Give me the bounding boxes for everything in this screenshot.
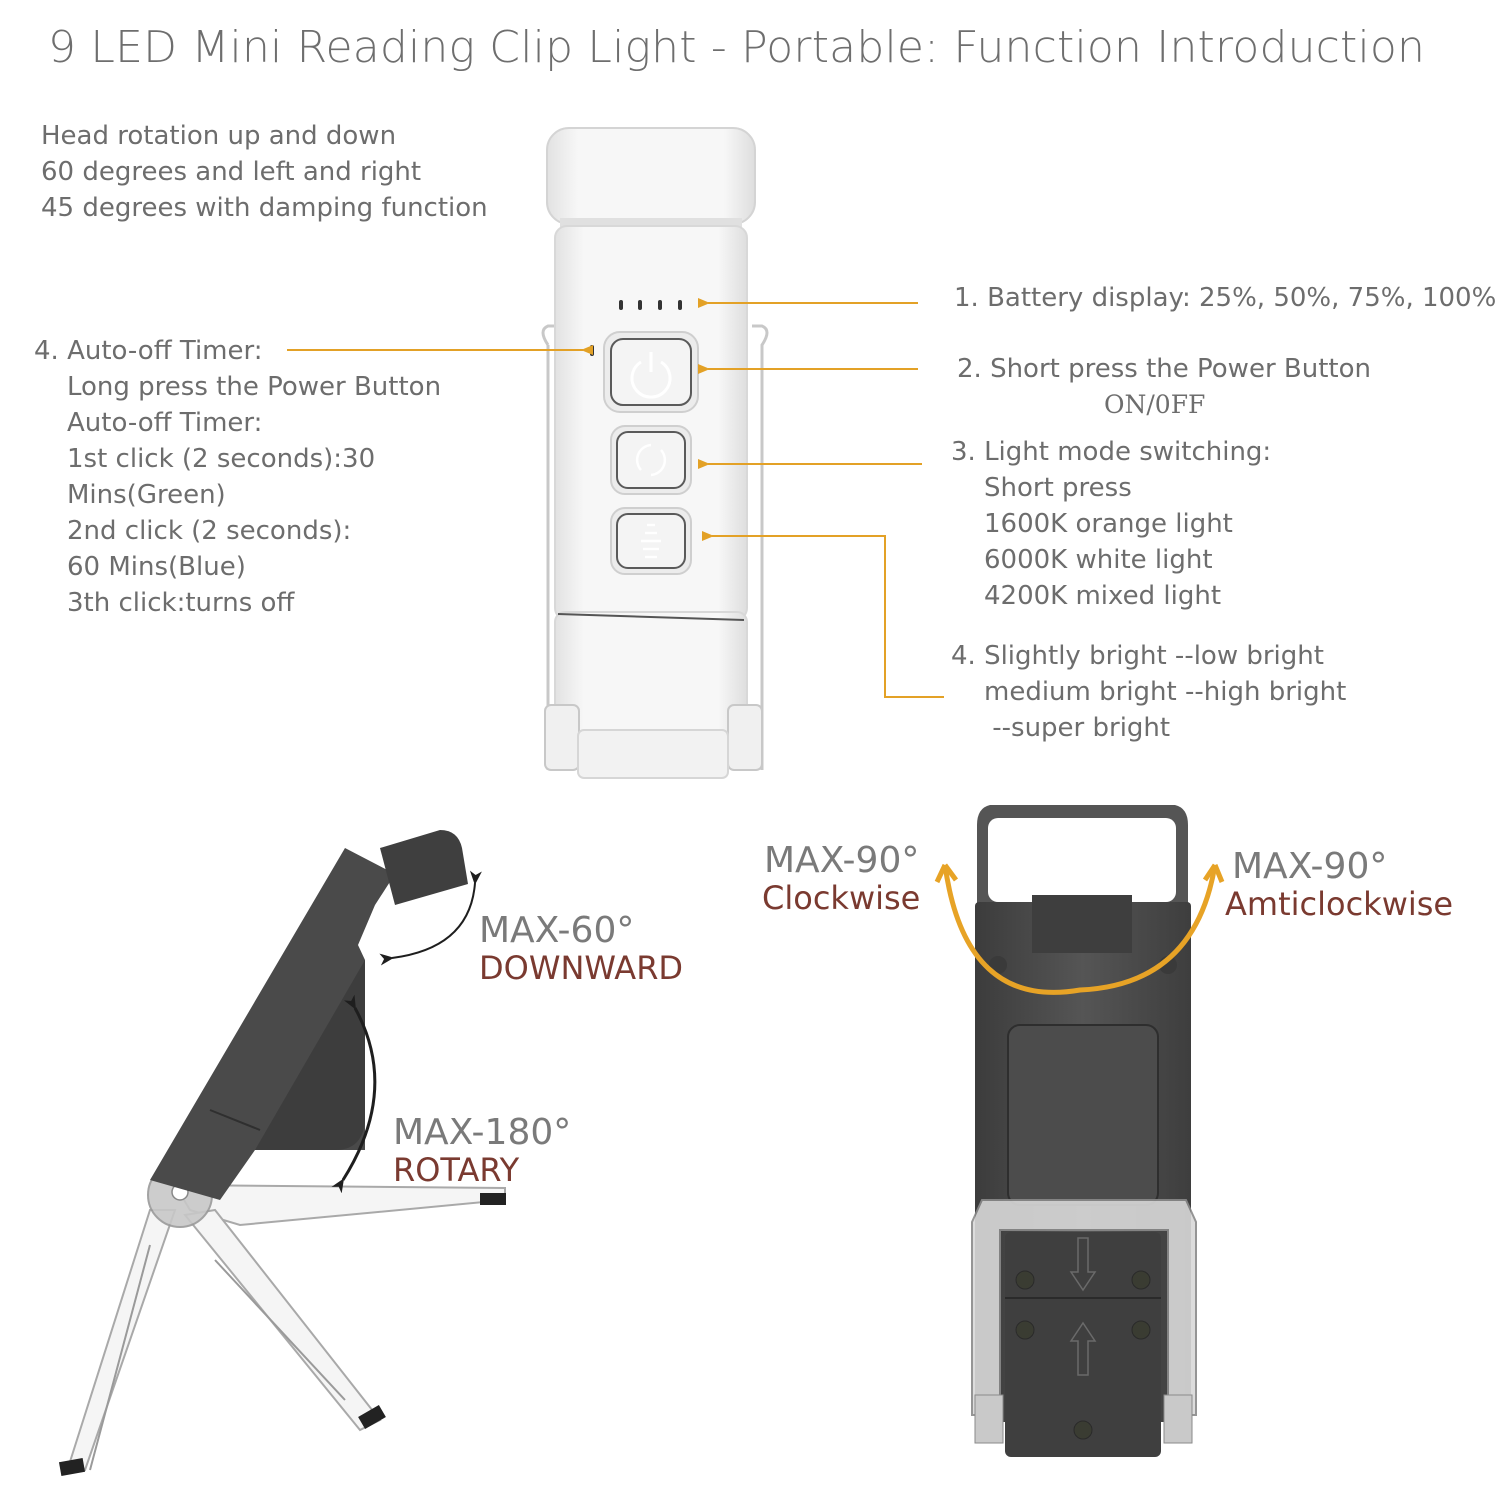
device-front-view [541, 127, 769, 779]
angle-value: MAX-90° [764, 840, 920, 881]
power-icon [630, 352, 672, 399]
clockwise-angle-label: MAX-90° Clockwise [762, 840, 921, 917]
mode-button[interactable] [610, 425, 692, 495]
callout-arrows [287, 298, 944, 698]
brightness-callout: 4. Slightly bright --low bright medium b… [951, 638, 1346, 746]
brightness-button[interactable] [610, 507, 692, 575]
head-rotation-line: Head rotation up and down [41, 121, 397, 151]
up-arrow-icon [1069, 1321, 1097, 1376]
brightness-callout-arrow [702, 531, 944, 698]
callout-line: Short press [984, 473, 1132, 503]
power-button-callout: 2. Short press the Power Button ON/0FF [957, 351, 1371, 423]
angle-direction: DOWNWARD [479, 949, 684, 987]
callout-line: 60 Mins(Blue) [67, 552, 246, 582]
cycle-icon [635, 443, 667, 477]
head-rotation-line: 60 degrees and left and right [41, 157, 422, 187]
head-rotation-line: 45 degrees with damping function [41, 193, 488, 223]
auto-off-timer-callout: 4. Auto-off Timer: Long press the Power … [34, 333, 441, 621]
callout-line: Mins(Green) [67, 480, 226, 510]
callout-line: 1600K orange light [984, 509, 1233, 539]
callout-line: Auto-off Timer: [67, 408, 263, 438]
body-angle-label: MAX-180° ROTARY [393, 1112, 572, 1189]
callout-heading: 4. Slightly bright --low bright [951, 641, 1324, 671]
angle-value: MAX-180° [393, 1112, 572, 1153]
arc-arrowhead-right [1202, 863, 1225, 883]
callout-heading: 3. Light mode switching: [951, 437, 1272, 467]
power-button[interactable] [603, 331, 699, 413]
down-arrow-icon [1069, 1237, 1097, 1292]
callout-heading: 2. Short press the Power Button [957, 354, 1371, 384]
on-off-label: ON/0FF [1104, 390, 1206, 419]
arc-arrowhead-left [934, 863, 959, 884]
angle-value: MAX-90° [1232, 846, 1388, 887]
callout-line: --super bright [984, 713, 1171, 743]
head-angle-label: MAX-60° DOWNWARD [479, 910, 684, 987]
brightness-bars-icon [641, 523, 661, 559]
device-back-view [971, 805, 1197, 1457]
callout-line: 6000K white light [984, 545, 1213, 575]
angle-value: MAX-60° [479, 910, 635, 951]
anticlockwise-angle-label: MAX-90° Amticlockwise [1225, 846, 1453, 923]
angle-direction: ROTARY [393, 1151, 520, 1189]
head-rotation-note: Head rotation up and down 60 degrees and… [41, 118, 488, 226]
head-angle-arrow [379, 870, 482, 966]
body-angle-arrow [331, 994, 377, 1194]
timer-indicator-led [590, 345, 594, 356]
rotation-arc [942, 864, 1218, 995]
callout-line: 1st click (2 seconds):30 [67, 444, 376, 474]
angle-direction: Amticlockwise [1225, 885, 1454, 923]
callout-line: medium bright --high bright [984, 677, 1347, 707]
battery-indicator-leds [619, 300, 682, 310]
light-mode-callout: 3. Light mode switching: Short press 160… [951, 434, 1271, 614]
callout-heading: 4. Auto-off Timer: [34, 336, 263, 366]
callout-line: Long press the Power Button [67, 372, 442, 402]
angle-direction: Clockwise [762, 879, 921, 917]
battery-display-callout: 1. Battery display: 25%, 50%, 75%, 100% [954, 280, 1496, 316]
callout-line: 4200K mixed light [984, 581, 1222, 611]
callout-line: 3th click:turns off [67, 588, 295, 618]
callout-heading: 1. Battery display: 25%, 50%, 75%, 100% [954, 283, 1497, 313]
page-title: 9 LED Mini Reading Clip Light - Portable… [48, 22, 1426, 73]
callout-line: 2nd click (2 seconds): [67, 516, 352, 546]
